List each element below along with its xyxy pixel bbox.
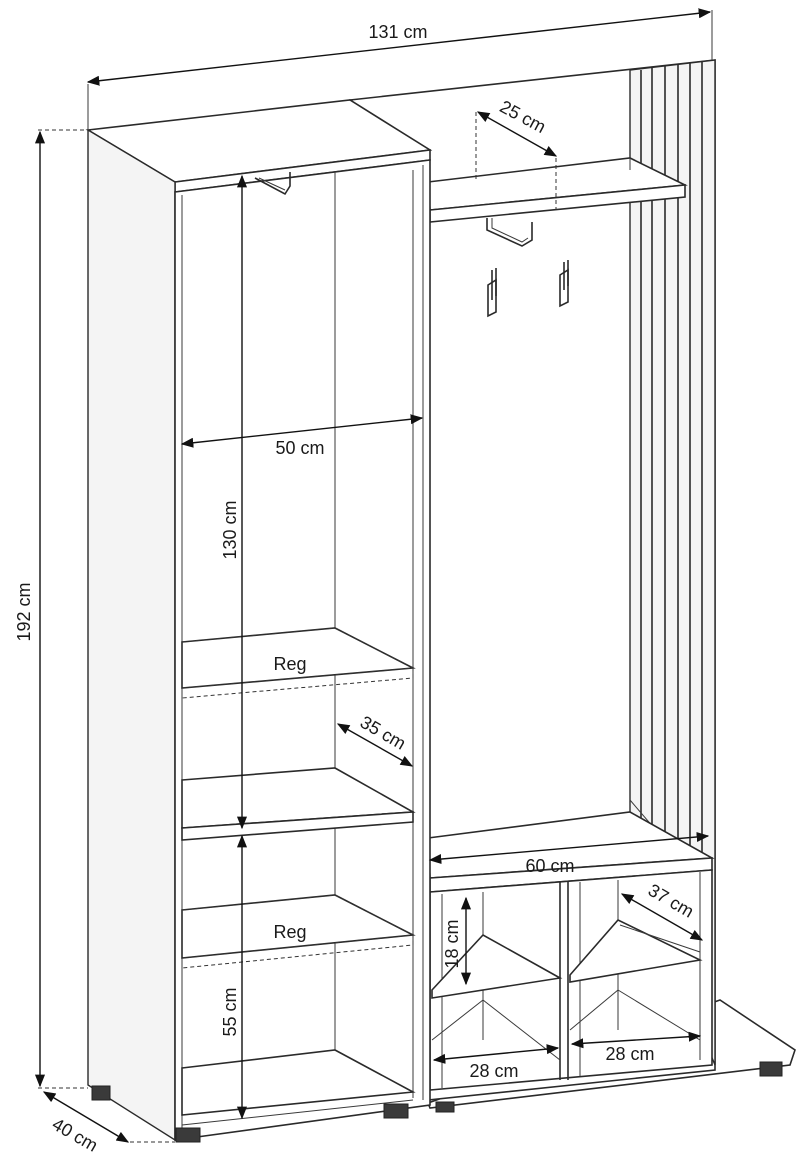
label-depth: 40 cm: [49, 1114, 101, 1156]
hanging-rail: [486, 218, 533, 247]
dim-cabinet-width: 50 cm: [180, 414, 424, 458]
slat-panel: [629, 59, 716, 1066]
dim-cabinet-lower-height: 55 cm: [220, 834, 248, 1120]
feet-cabinet: [91, 1085, 409, 1143]
label-cabinet-lower-height: 55 cm: [220, 987, 240, 1036]
label-cabinet-upper-height: 130 cm: [220, 500, 240, 559]
dim-total-height: 192 cm: [14, 129, 88, 1089]
dim-shoe-shelf-height: 18 cm: [442, 896, 472, 986]
coat-hook-left: [487, 268, 497, 318]
label-shoe-shelf-height: 18 cm: [442, 919, 462, 968]
dim-total-width: 131 cm: [86, 8, 713, 130]
feet-right-unit: [435, 1061, 783, 1113]
coat-hook-right: [559, 260, 569, 308]
label-bench-width: 60 cm: [525, 856, 574, 876]
label-total-width: 131 cm: [368, 22, 427, 42]
dim-shoe-compartment-left: 28 cm: [432, 1044, 560, 1081]
label-total-height: 192 cm: [14, 582, 34, 641]
label-shoe-compartment-right: 28 cm: [605, 1044, 654, 1064]
dim-shoe-compartment-right: 28 cm: [570, 1031, 702, 1064]
dim-bench-width: 60 cm: [428, 831, 710, 876]
label-adjustable-shelf-upper: Reg: [273, 654, 306, 674]
label-cabinet-width: 50 cm: [275, 438, 324, 458]
tall-cabinet: [85, 99, 433, 1142]
dim-cabinet-upper-height: 130 cm: [220, 174, 248, 830]
label-shoe-compartment-left: 28 cm: [469, 1061, 518, 1081]
label-adjustable-shelf-lower: Reg: [273, 922, 306, 942]
